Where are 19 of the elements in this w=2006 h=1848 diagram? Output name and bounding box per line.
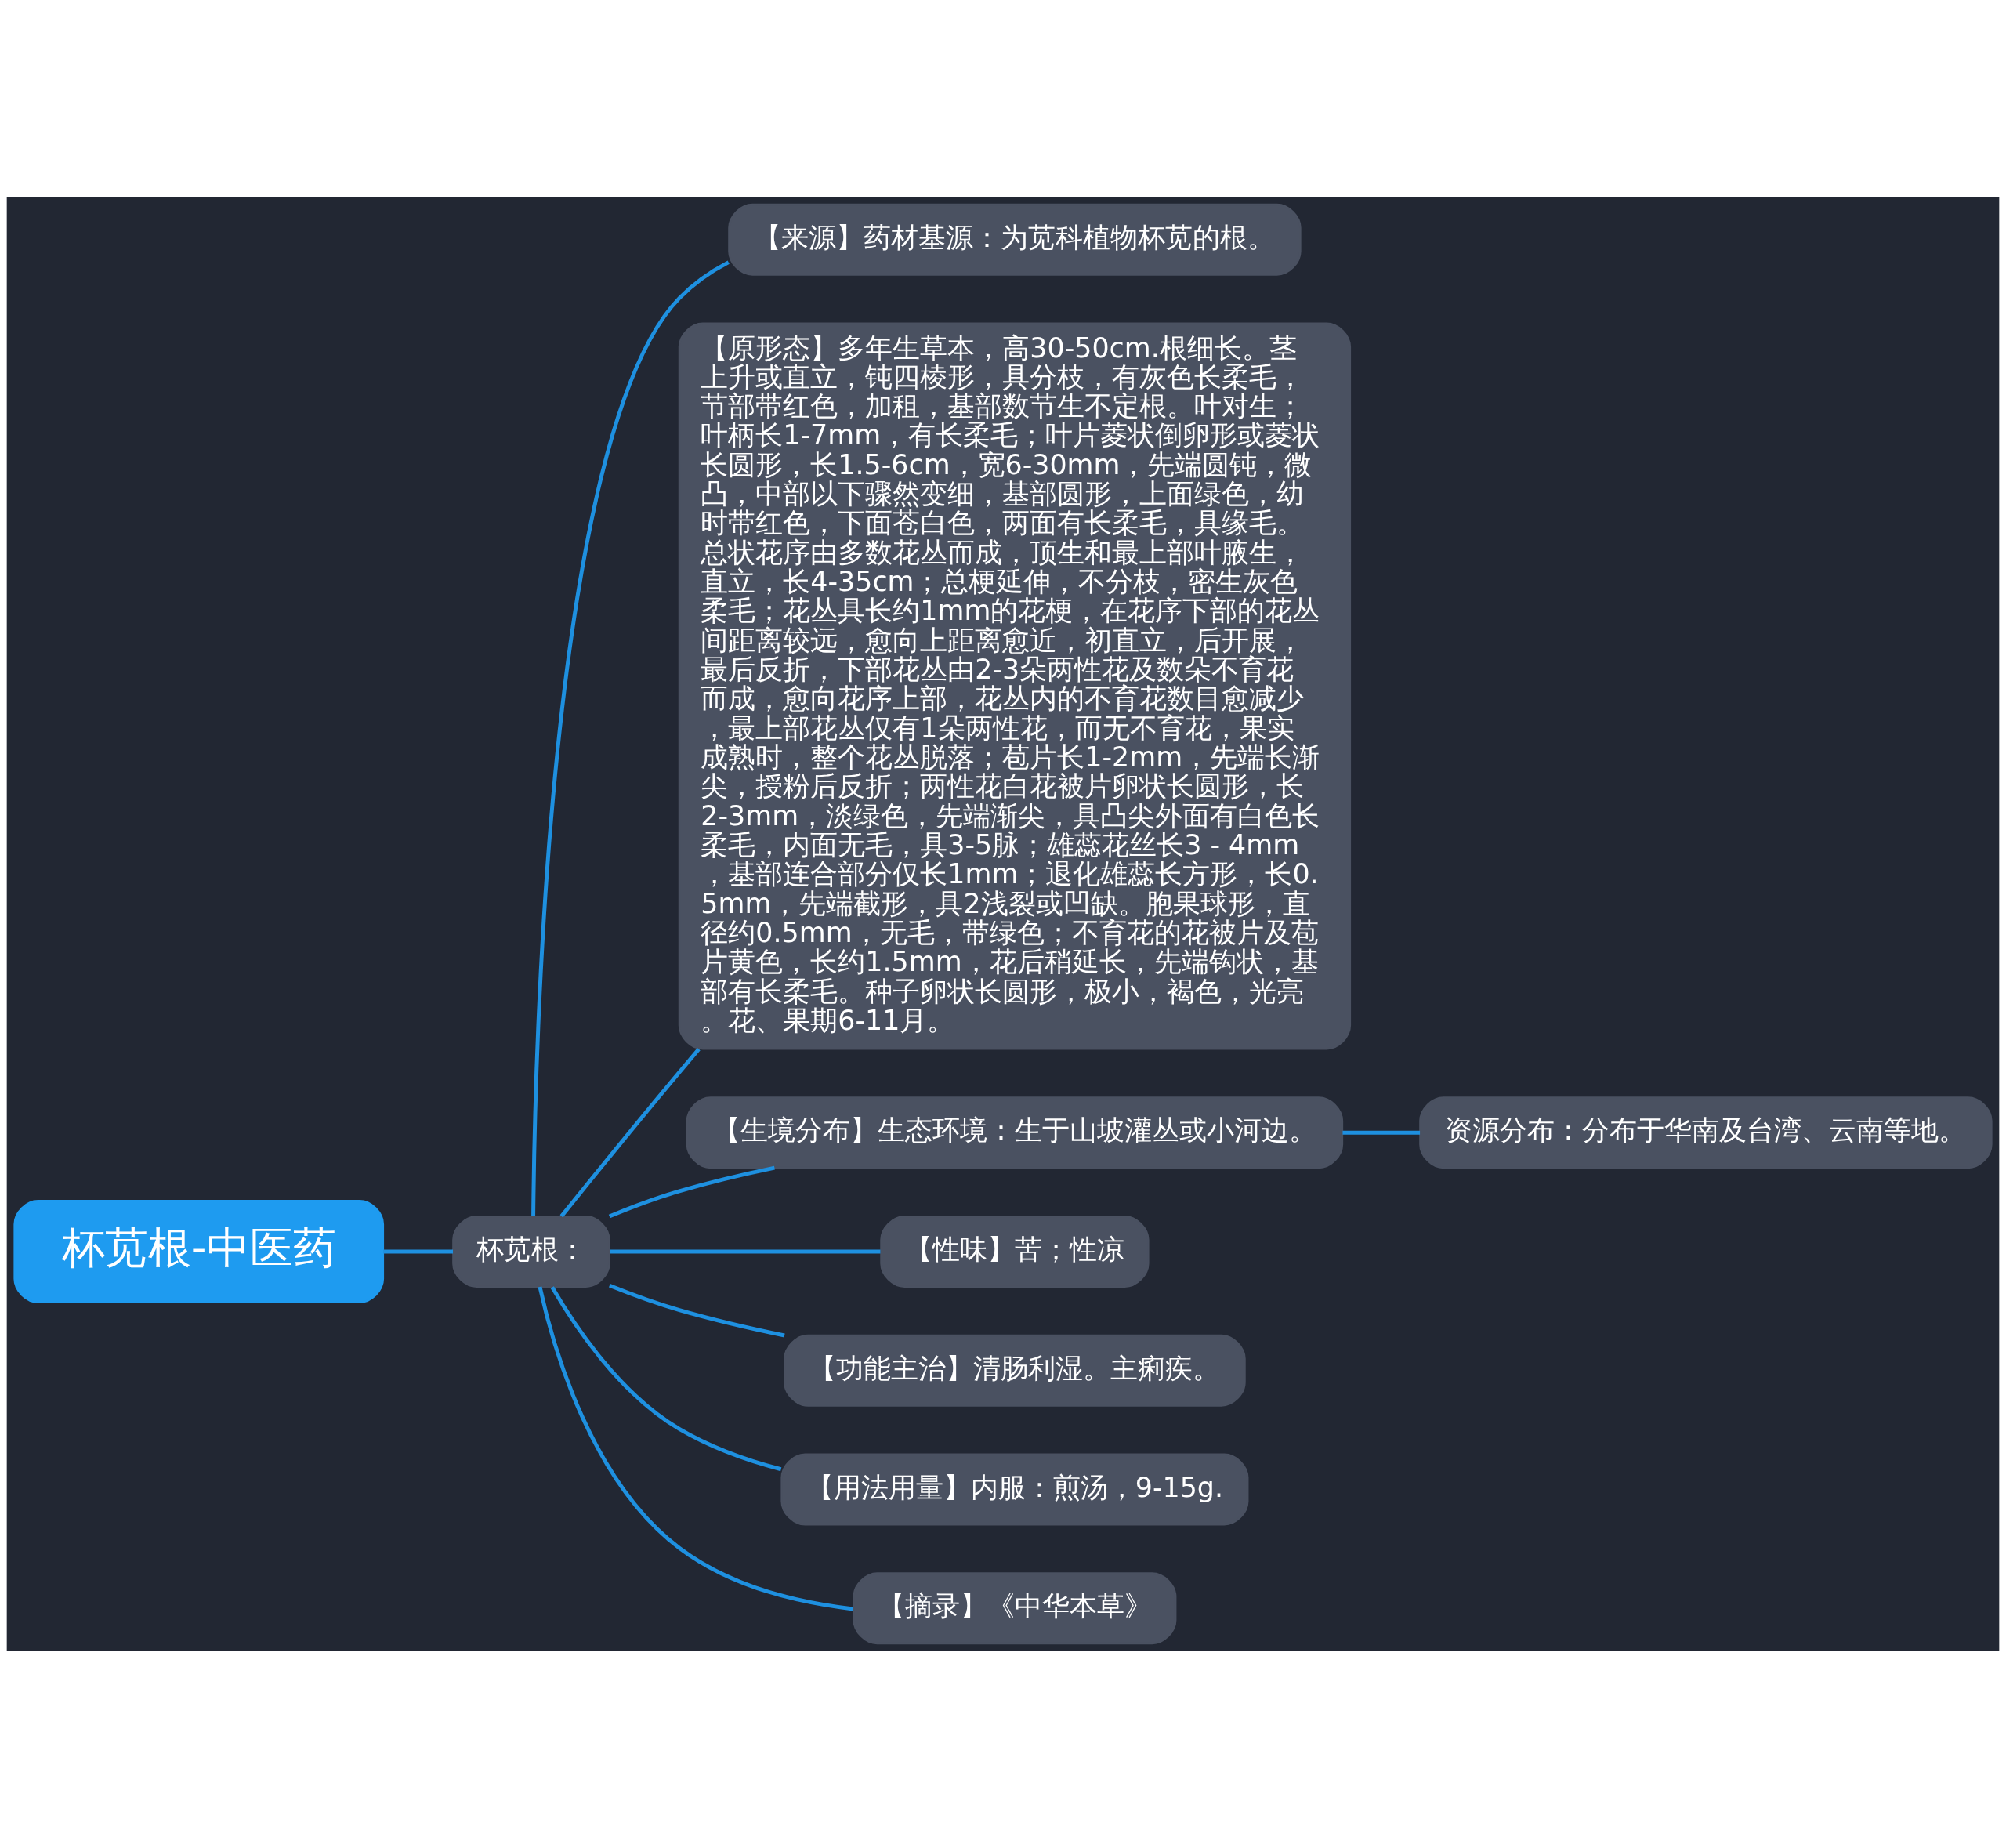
node-box: 【用法用量】内服：煎汤，9-15g. bbox=[780, 1453, 1249, 1526]
connector bbox=[538, 1286, 854, 1611]
connector bbox=[531, 260, 730, 1217]
connector bbox=[550, 1286, 782, 1472]
connector bbox=[559, 1048, 701, 1218]
connector bbox=[608, 1283, 785, 1338]
node-box: 杯苋根： bbox=[452, 1215, 610, 1288]
connector bbox=[610, 1249, 881, 1254]
node-box: 【原形态】多年生草本，高30-50cm.根细长。茎上升或直立，钝四棱形，具分枝，有灰色长柔毛，节部带红色，加租，基部数节生不定根。叶对生；叶柄长1-7mm，有长柔毛；叶片菱状倒卵形或菱状长圆形，长1.5-6cm，宽6-30mm，先端圆钝，微凸，中部以下骤然变细，基部圆形，上面绿色，幼时带红色，下面苍白色，两面有长柔毛，具缘毛。总状花序由多数花丛而成，顶生和最上部叶腋生，直立，长4-35cm；总梗延伸，不分枝，密生灰色柔毛；花丛具长约1mm的花梗，在花序下部的花丛间距离较远，愈向上距离愈近，初直立，后开展，最后反折，下部花丛由2-3朵两性花及数朵不育花而成，愈向花序上部，花丛内的不育花数目愈减少，最上部花丛仅有1朵两性花，而无不育花，果实成熟时，整个花丛脱落；苞片长1-2mm，先端长渐尖，授粉后反折；两性花白花被片卵状长圆形，长2-3mm，淡绿色，先端渐尖，具凸尖外面有白色长柔毛，内面无毛，具3-5脉；雄蕊花丝长3 - 4mm，基部连合部分仅长1mm；退化雄蕊长方形，长0.5mm，先端截形，具2浅裂或凹缺。胞果球形，直径约0.5mm，无毛，带绿色；不育花的花被片及苞片黄色，长约1.5mm，花后稍延长，先端钩状，基部有长柔毛。种子卵状长圆形，极小，褐色，光亮。花、果期6-11月。 bbox=[678, 322, 1352, 1050]
connector bbox=[1342, 1130, 1421, 1135]
node-box: 【来源】药材基源：为苋科植物杯苋的根。 bbox=[728, 203, 1302, 276]
node-box: 【生境分布】生态环境：生于山坡灌丛或小河边。 bbox=[686, 1096, 1344, 1169]
node-box: 【性味】苦；性凉 bbox=[880, 1215, 1150, 1288]
node-box: 资源分布：分布于华南及台湾、云南等地。 bbox=[1419, 1096, 1993, 1169]
connector bbox=[608, 1165, 775, 1219]
node-box: 【功能主治】清肠利湿。主痢疾。 bbox=[784, 1334, 1246, 1407]
node-box: 杯苋根-中医药 bbox=[13, 1200, 385, 1303]
node-box: 【摘录】《中华本草》 bbox=[853, 1572, 1177, 1645]
connector bbox=[383, 1249, 454, 1254]
